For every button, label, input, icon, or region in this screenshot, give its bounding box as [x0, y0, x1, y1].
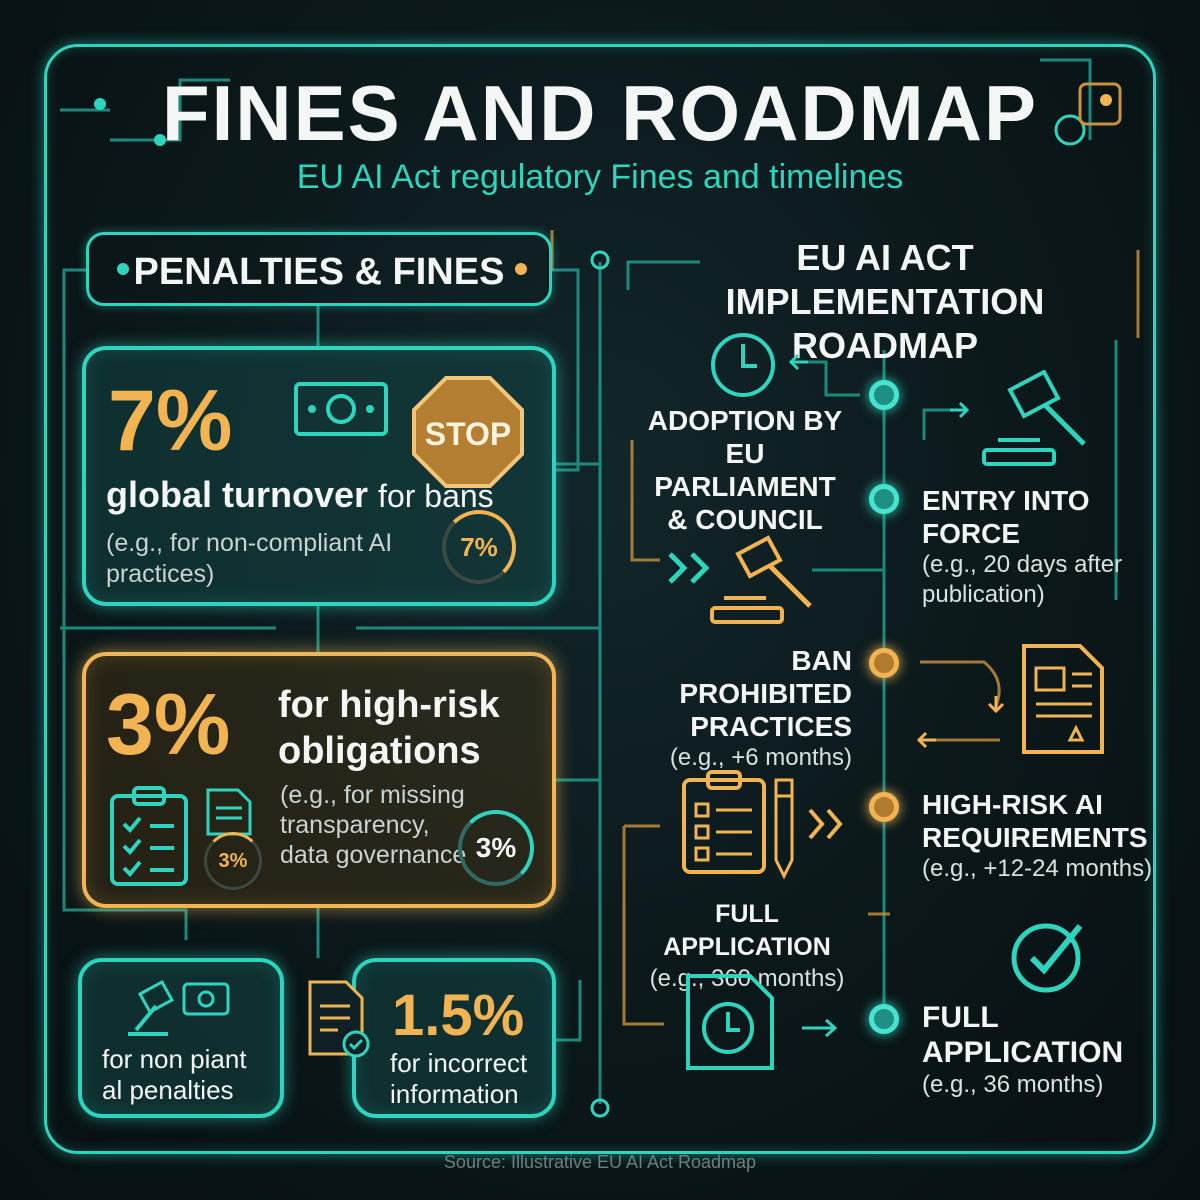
fine-7-percent: 7%	[108, 373, 233, 469]
gavel-icon	[710, 535, 812, 624]
roadmap-heading-line2: IMPLEMENTATION ROADMAP	[725, 281, 1045, 366]
fine-7-progress-ring: 7%	[442, 510, 516, 584]
arrow-icon	[950, 401, 970, 419]
fine-3-percent: 3%	[106, 677, 231, 773]
fine-1-5-card: 1.5% for incorrect information	[352, 958, 556, 1118]
fine-3-label-line2: obligations	[278, 730, 481, 772]
milestone-entry-sub1: (e.g., 20 days after	[922, 551, 1123, 578]
milestone-full-app1-title: FULL APPLICATION	[663, 900, 831, 961]
milestone-full-app2-sub: (e.g., 36 months)	[922, 1071, 1104, 1098]
timeline-node	[869, 380, 899, 410]
document-clock-icon	[686, 974, 774, 1070]
roadmap-heading-line1: EU AI ACT	[796, 237, 974, 278]
chevron-double-icon	[808, 808, 843, 840]
milestone-entry-title: ENTRY INTO FORCE	[922, 485, 1090, 549]
fine-1-5-text: for incorrect information	[390, 1048, 527, 1110]
timeline-node	[869, 484, 899, 514]
fine-3-progress-ring: 3%	[458, 810, 534, 886]
milestone-ban-line1: BAN PROHIBITED	[679, 645, 852, 709]
document-check-icon	[308, 980, 370, 1058]
roadmap-heading: EU AI ACT IMPLEMENTATION ROADMAP	[630, 236, 1140, 368]
outer-frame	[44, 44, 1156, 1154]
fine-3-label-line1: for high-risk	[278, 684, 500, 726]
milestone-full-application-2: FULL APPLICATION (e.g., 36 months)	[922, 1000, 1162, 1100]
milestone-high-risk-line1: HIGH-RISK AI	[922, 789, 1103, 820]
fine-3-note-line3: data governance	[280, 841, 467, 869]
milestone-full-app2-line1: FULL	[922, 1001, 999, 1034]
fine-3-label: for high-risk obligations	[278, 682, 500, 774]
clipboard-icon	[110, 786, 188, 886]
bullet-dot	[117, 263, 129, 275]
arrow-icon	[987, 696, 1005, 714]
milestone-full-application-1: FULL APPLICATION (e.g., 360 months)	[632, 898, 862, 994]
milestone-high-risk: HIGH-RISK AI REQUIREMENTS (e.g., +12-24 …	[922, 788, 1162, 884]
page-title: FINES AND ROADMAP	[161, 69, 1039, 157]
fine-3-note-line2: transparency,	[280, 811, 430, 839]
stop-sign-label: STOP	[425, 416, 512, 452]
milestone-ban-sub: (e.g., +6 months)	[669, 744, 852, 771]
milestone-adoption-line1: ADOPTION BY	[647, 405, 843, 436]
milestone-entry-into-force: ENTRY INTO FORCE (e.g., 20 days after pu…	[922, 484, 1162, 610]
milestone-full-app2-line2: APPLICATION	[922, 1036, 1124, 1069]
fine-7-card: 7% STOP global turnover for bans (e.g., …	[82, 346, 556, 606]
timeline-node	[869, 1004, 899, 1034]
document-icon	[206, 788, 252, 836]
pencil-icon	[774, 778, 794, 880]
non-compliant-line1: for non piant	[102, 1044, 247, 1074]
fine-3-note: (e.g., for missing transparency, data go…	[280, 780, 466, 870]
clock-icon	[711, 333, 775, 397]
source-caption: Source: Illustrative EU AI Act Roadmap	[443, 1152, 757, 1172]
milestone-ban-prohibited: BAN PROHIBITED PRACTICES (e.g., +6 month…	[630, 644, 852, 773]
milestone-high-risk-line2: REQUIREMENTS	[922, 822, 1148, 853]
fine-3-card: 3% for high-risk obligations 3% (e.g., f…	[82, 652, 556, 908]
document-icon	[1022, 644, 1104, 754]
arrow-icon	[916, 731, 936, 749]
fine-7-label: global turnover for bans	[106, 474, 494, 516]
fine-1-5-line2: information	[390, 1079, 519, 1109]
arrow-icon	[802, 1018, 838, 1038]
fine-7-note-line2: practices)	[106, 560, 215, 588]
milestone-adoption-line3: & COUNCIL	[667, 504, 823, 535]
fine-7-note: (e.g., for non-compliant AI practices)	[106, 528, 392, 590]
clipboard-icon	[682, 770, 766, 874]
milestone-high-risk-sub: (e.g., +12-24 months)	[922, 855, 1153, 882]
milestone-full-app1-sub: (e.g., 360 months)	[649, 965, 845, 992]
timeline-node	[869, 648, 899, 678]
gavel-icon	[128, 979, 230, 1036]
penalties-heading-box: PENALTIES & FINES	[86, 232, 552, 306]
milestone-entry-sub2: publication)	[922, 581, 1045, 608]
gavel-icon	[982, 370, 1086, 466]
money-icon	[294, 382, 388, 436]
chevron-double-icon	[668, 552, 710, 584]
fine-3-small-ring: 3%	[204, 832, 262, 890]
fine-1-5-line1: for incorrect	[390, 1048, 528, 1078]
fine-7-label-bold: global turnover	[106, 474, 369, 515]
page-subtitle: EU AI Act regulatory Fines and timelines	[296, 158, 904, 196]
checkmark-circle-icon	[1011, 923, 1083, 993]
milestone-adoption: ADOPTION BY EU PARLIAMENT & COUNCIL	[640, 404, 850, 536]
milestone-ban-line2: PRACTICES	[690, 711, 852, 742]
bullet-dot	[515, 263, 527, 275]
non-compliant-line2: al penalties	[102, 1075, 234, 1105]
non-compliant-card: for non piant al penalties	[78, 958, 284, 1118]
fine-7-label-rest: for bans	[378, 478, 494, 514]
milestone-adoption-line2: EU PARLIAMENT	[654, 438, 836, 502]
fine-3-note-line1: (e.g., for missing	[280, 781, 465, 809]
arrow-icon	[788, 353, 808, 371]
timeline-node	[869, 792, 899, 822]
penalties-heading: PENALTIES & FINES	[133, 251, 505, 293]
stop-sign-icon: STOP	[412, 376, 524, 488]
fine-1-5-percent: 1.5%	[392, 983, 525, 1048]
non-compliant-text: for non piant al penalties	[102, 1044, 247, 1106]
fine-7-note-line1: (e.g., for non-compliant AI	[106, 529, 393, 557]
